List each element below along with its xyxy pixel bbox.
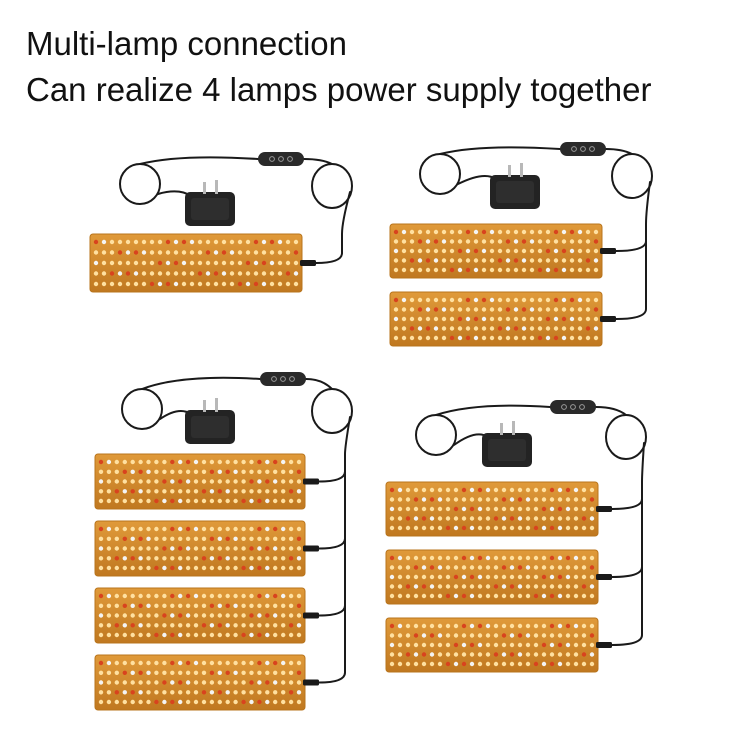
setup-2-lamps — [389, 142, 653, 347]
led-panel — [94, 587, 319, 644]
setup-1-lamp — [89, 152, 353, 293]
panel-connector — [303, 679, 319, 686]
panel-connector — [300, 260, 316, 266]
panel-connector — [600, 316, 616, 322]
dimmer-controller — [258, 152, 304, 166]
led-panel — [385, 549, 612, 605]
power-adapter — [482, 421, 532, 467]
led-panel — [385, 481, 612, 537]
panel-connector — [600, 248, 616, 254]
led-panel — [389, 223, 616, 279]
led-panel — [94, 520, 319, 577]
panel-connector — [303, 545, 319, 552]
setup-3-lamps — [385, 400, 647, 673]
power-cable — [119, 156, 353, 264]
panel-connector — [596, 506, 612, 512]
power-cable — [121, 376, 353, 684]
headline-line-1: Multi-lamp connection — [26, 25, 347, 62]
led-panel — [385, 617, 612, 673]
led-panel — [89, 233, 316, 293]
power-adapter — [490, 163, 540, 209]
led-panel — [94, 654, 319, 711]
panel-connector — [596, 574, 612, 580]
power-adapter — [185, 180, 235, 226]
power-cable — [415, 404, 647, 646]
power-adapter — [185, 398, 235, 444]
panel-connector — [303, 612, 319, 619]
led-panel — [94, 453, 319, 510]
setup-4-lamps — [94, 372, 353, 711]
dimmer-controller — [560, 142, 606, 156]
panel-connector — [303, 478, 319, 485]
led-panel — [389, 291, 616, 347]
panel-connector — [596, 642, 612, 648]
dimmer-controller — [260, 372, 306, 386]
headline-line-2: Can realize 4 lamps power supply togethe… — [26, 71, 652, 108]
power-cable — [419, 146, 653, 320]
dimmer-controller — [550, 400, 596, 414]
